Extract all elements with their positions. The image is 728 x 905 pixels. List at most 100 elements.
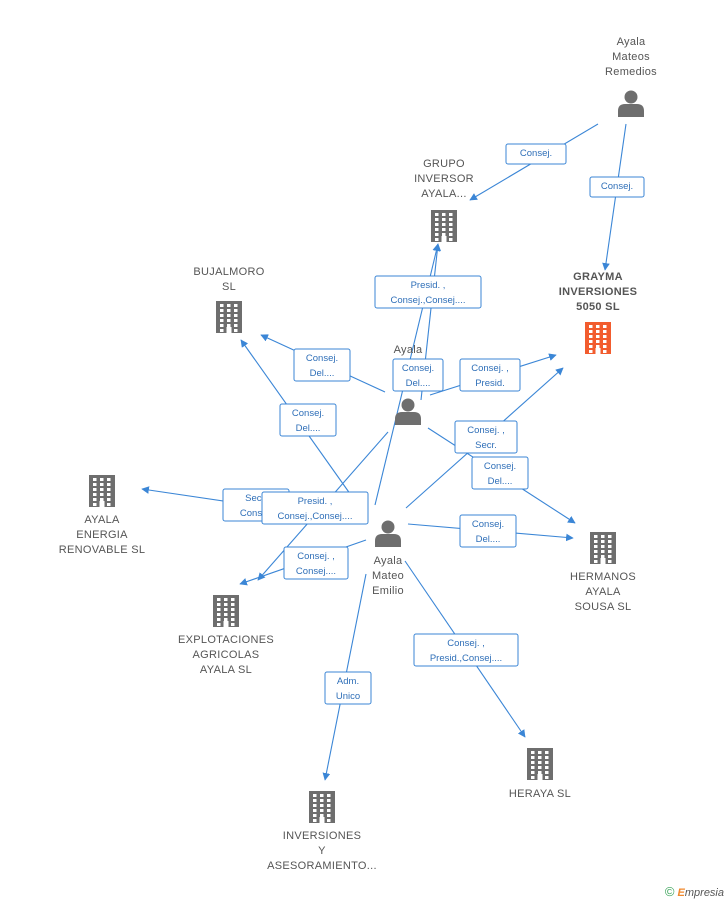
- edge-label-text: Consej.,Consej....: [391, 295, 466, 306]
- edge-label-ayala_emilio-to-grayma[interactable]: Consej. , Secr.: [454, 420, 518, 454]
- node-label: INVERSOR: [414, 173, 474, 185]
- edge-label-ayala_center-to-bujalmoro[interactable]: Consej. Del....: [293, 348, 351, 382]
- node-label: INVERSIONES: [559, 286, 638, 298]
- edge-label-box: [459, 514, 517, 548]
- node-grupo-inversor[interactable]: GRUPOINVERSORAYALA...: [414, 158, 474, 242]
- edges-layer: [141, 123, 627, 781]
- edge-label-text: Consej.: [402, 363, 434, 374]
- node-heraya[interactable]: HERAYA SL: [509, 748, 571, 800]
- copyright-icon: ©: [664, 884, 675, 899]
- building-icon: [216, 301, 242, 333]
- edge-label-text: Consej.: [472, 519, 504, 530]
- edge-label-box: [413, 633, 519, 667]
- edge-label-text: Consej....: [296, 566, 336, 577]
- node-label: Ayala: [617, 36, 646, 48]
- edge-label-text: Consej.: [484, 461, 516, 472]
- edge-label-text: Presid. ,: [298, 496, 333, 507]
- node-label: AYALA: [585, 586, 621, 598]
- nodes-layer: AyalaMateosRemediosGRUPOINVERSORAYALA...…: [59, 36, 657, 872]
- edge-label-text: Del....: [488, 476, 513, 487]
- node-label: Remedios: [605, 66, 657, 78]
- edge-label-text: Consej.: [306, 353, 338, 364]
- node-grayma[interactable]: GRAYMA INVERSIONES 5050 SL: [559, 271, 638, 354]
- edge-label-box: [374, 275, 482, 309]
- node-label: EXPLOTACIONES: [178, 634, 274, 646]
- building-icon: [527, 748, 553, 780]
- edge-label-ayala_remedios-to-grupo_inversor[interactable]: Consej.: [505, 143, 567, 165]
- brand-logo-initial: E: [677, 887, 685, 899]
- node-label: Y: [318, 845, 326, 857]
- building-icon: [213, 595, 239, 627]
- edge-label-text: Unico: [336, 691, 360, 702]
- edge-label-text: Adm.: [337, 676, 359, 687]
- edge-label-ayala_emilio-to-heraya[interactable]: Consej. , Presid.,Consej....: [413, 633, 519, 667]
- node-label: Mateo: [372, 570, 404, 582]
- node-label: RENOVABLE SL: [59, 544, 146, 556]
- edge-label-ayala_emilio-to-bujalmoro[interactable]: Consej. Del....: [279, 403, 337, 437]
- edge-label-text: Del....: [310, 368, 335, 379]
- edge-label-text: Secr.: [245, 493, 267, 504]
- edge-label-box: [505, 143, 567, 165]
- person-icon: [618, 90, 644, 117]
- edge-label-text: Consej.: [520, 148, 552, 159]
- node-label: HERAYA SL: [509, 788, 571, 800]
- node-inversiones[interactable]: INVERSIONES Y ASESORAMIENTO...: [267, 791, 377, 872]
- highlighted-building-icon: [585, 322, 611, 354]
- node-label: Mateos: [612, 51, 650, 63]
- edge-label-ayala_emilio-to-explotaciones[interactable]: Consej. ,Consej....: [283, 546, 349, 580]
- node-label: 5050 SL: [576, 301, 620, 313]
- edge-label-ayala_emilio-to-hermanos[interactable]: Consej. Del....: [459, 514, 517, 548]
- edge-label-text: Del....: [406, 378, 431, 389]
- edge-label-ayala_emilio-to-grupo_inversor[interactable]: Consej. Del....: [392, 358, 444, 392]
- building-icon: [309, 791, 335, 823]
- edge-label-box: [279, 403, 337, 437]
- person-icon: [375, 520, 401, 547]
- building-icon: [89, 475, 115, 507]
- building-icon: [431, 210, 457, 242]
- edge-label-box: [589, 176, 645, 198]
- node-label: BUJALMORO: [193, 266, 264, 278]
- edge-label-box: [293, 348, 351, 382]
- node-ayala-center[interactable]: Ayala: [394, 344, 423, 425]
- edge-label-text: Consej.: [601, 181, 633, 192]
- footer-brand: © Empresia: [665, 884, 724, 899]
- edge-label-text: Consej.: [240, 508, 272, 519]
- edge-label-text: Secr.: [475, 440, 497, 451]
- edge-label-ayala_remedios-to-grayma[interactable]: Consej.: [589, 176, 645, 198]
- node-label: INVERSIONES: [283, 830, 362, 842]
- edge-label-box: [454, 420, 518, 454]
- edge-label-text: Presid.,Consej....: [430, 653, 502, 664]
- node-label: Ayala: [374, 555, 403, 567]
- node-label: Ayala: [394, 344, 423, 356]
- edge-label-text: Consej. ,: [471, 363, 509, 374]
- edge-label-text: Consej. ,: [447, 638, 485, 649]
- edge-label-ayala_center-to-hermanos[interactable]: Consej. Del....: [471, 456, 529, 490]
- node-label: HERMANOS: [570, 571, 636, 583]
- edge-label-ayala_center-to-grupo_inversor[interactable]: Presid. ,Consej.,Consej....: [374, 275, 482, 309]
- node-label: AYALA SL: [200, 664, 252, 676]
- edge-label-ayala_center-to-grayma[interactable]: Consej. ,Presid.: [459, 358, 521, 392]
- edge-label-box: [324, 671, 372, 705]
- edge-label-box: [392, 358, 444, 392]
- node-label: ENERGIA: [76, 529, 128, 541]
- node-label: ASESORAMIENTO...: [267, 860, 377, 872]
- brand-name: mpresia: [684, 887, 724, 899]
- edge-label-box: [283, 546, 349, 580]
- edge-label-box: [261, 491, 369, 525]
- edge-label-text: Consej.: [292, 408, 324, 419]
- node-label: GRAYMA: [573, 271, 623, 283]
- edge-label-box: [471, 456, 529, 490]
- edge-label-text: Del....: [296, 423, 321, 434]
- edge-label-ayala_emilio-to-inversiones[interactable]: Adm. Unico: [324, 671, 372, 705]
- edge-label-ayala_center-to-explotaciones[interactable]: Presid. ,Consej.,Consej....: [261, 491, 369, 525]
- edge-label-text: Del....: [476, 534, 501, 545]
- node-label: AYALA: [84, 514, 120, 526]
- node-ayala-energia[interactable]: AYALA ENERGIA RENOVABLE SL: [59, 475, 146, 556]
- edge-label-text: Consej. ,: [467, 425, 505, 436]
